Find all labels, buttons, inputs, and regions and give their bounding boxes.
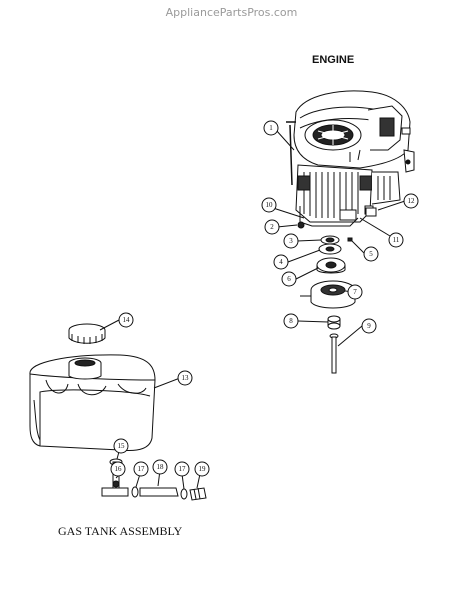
part-12-fitting[interactable] xyxy=(365,207,377,217)
callout-8-label: 8 xyxy=(289,317,293,325)
callout-17-right[interactable] xyxy=(174,461,190,477)
callout-4-label: 4 xyxy=(279,258,283,266)
callout-14-label: 14 xyxy=(123,316,131,324)
callout-10-label: 10 xyxy=(266,201,274,209)
callout-7[interactable] xyxy=(347,284,363,300)
callout-4[interactable] xyxy=(273,254,289,270)
callout-17-right-label: 17 xyxy=(179,465,187,473)
part-14-gas-cap[interactable] xyxy=(68,323,106,344)
callout-14[interactable] xyxy=(118,312,134,328)
callout-16[interactable] xyxy=(110,461,126,477)
callout-15[interactable] xyxy=(113,438,129,454)
part-8-washer[interactable] xyxy=(327,315,341,330)
part-17-clamp-right[interactable] xyxy=(180,488,188,500)
part-5-key[interactable] xyxy=(347,237,353,242)
engine-section-title: ENGINE xyxy=(312,54,355,66)
callout-19[interactable] xyxy=(194,461,210,477)
callout-7-label: 7 xyxy=(353,288,357,296)
callout-10[interactable] xyxy=(261,197,277,213)
callout-3[interactable] xyxy=(283,233,299,249)
callout-12[interactable] xyxy=(403,193,419,209)
callout-6[interactable] xyxy=(281,271,297,287)
part-4-spacer[interactable] xyxy=(318,243,342,255)
site-watermark: AppliancePartsPros.com xyxy=(165,6,298,19)
callout-17-left-label: 17 xyxy=(138,465,146,473)
callout-16-label: 16 xyxy=(115,465,123,473)
part-13-gas-tank[interactable] xyxy=(29,354,156,451)
callout-2-label: 2 xyxy=(270,223,274,231)
callout-6-label: 6 xyxy=(287,275,291,283)
callout-18[interactable] xyxy=(152,459,168,475)
callout-1-label: 1 xyxy=(269,124,273,132)
callout-8[interactable] xyxy=(283,313,299,329)
part-19-filter[interactable] xyxy=(189,487,207,501)
callout-15-label: 15 xyxy=(118,442,126,450)
callout-11-label: 11 xyxy=(393,236,400,244)
gas-tank-section-title: GAS TANK ASSEMBLY xyxy=(58,524,183,538)
callout-17-left[interactable] xyxy=(133,461,149,477)
part-17-clamp-left[interactable] xyxy=(131,486,139,498)
callout-9[interactable] xyxy=(361,318,377,334)
callout-2[interactable] xyxy=(264,219,280,235)
callout-13[interactable] xyxy=(177,370,193,386)
callout-12-label: 12 xyxy=(408,197,416,205)
part-2-bolt[interactable] xyxy=(297,221,305,229)
callout-13-label: 13 xyxy=(182,374,190,382)
callout-19-label: 19 xyxy=(199,465,207,473)
callout-3-label: 3 xyxy=(289,237,293,245)
callout-9-label: 9 xyxy=(367,322,371,330)
part-18-fuel-line[interactable] xyxy=(139,487,179,497)
part-16-valve[interactable] xyxy=(101,471,129,497)
part-6-pulley[interactable] xyxy=(316,257,346,274)
callout-18-label: 18 xyxy=(157,463,165,471)
callout-1[interactable] xyxy=(263,120,279,136)
callout-11[interactable] xyxy=(388,232,404,248)
engine-block-drawing[interactable] xyxy=(286,90,415,227)
callout-5-label: 5 xyxy=(369,250,373,258)
callout-5[interactable] xyxy=(363,246,379,262)
part-9-bolt[interactable] xyxy=(329,333,339,374)
part-7-clutch[interactable] xyxy=(300,280,356,309)
part-3-spacer[interactable] xyxy=(320,235,340,245)
